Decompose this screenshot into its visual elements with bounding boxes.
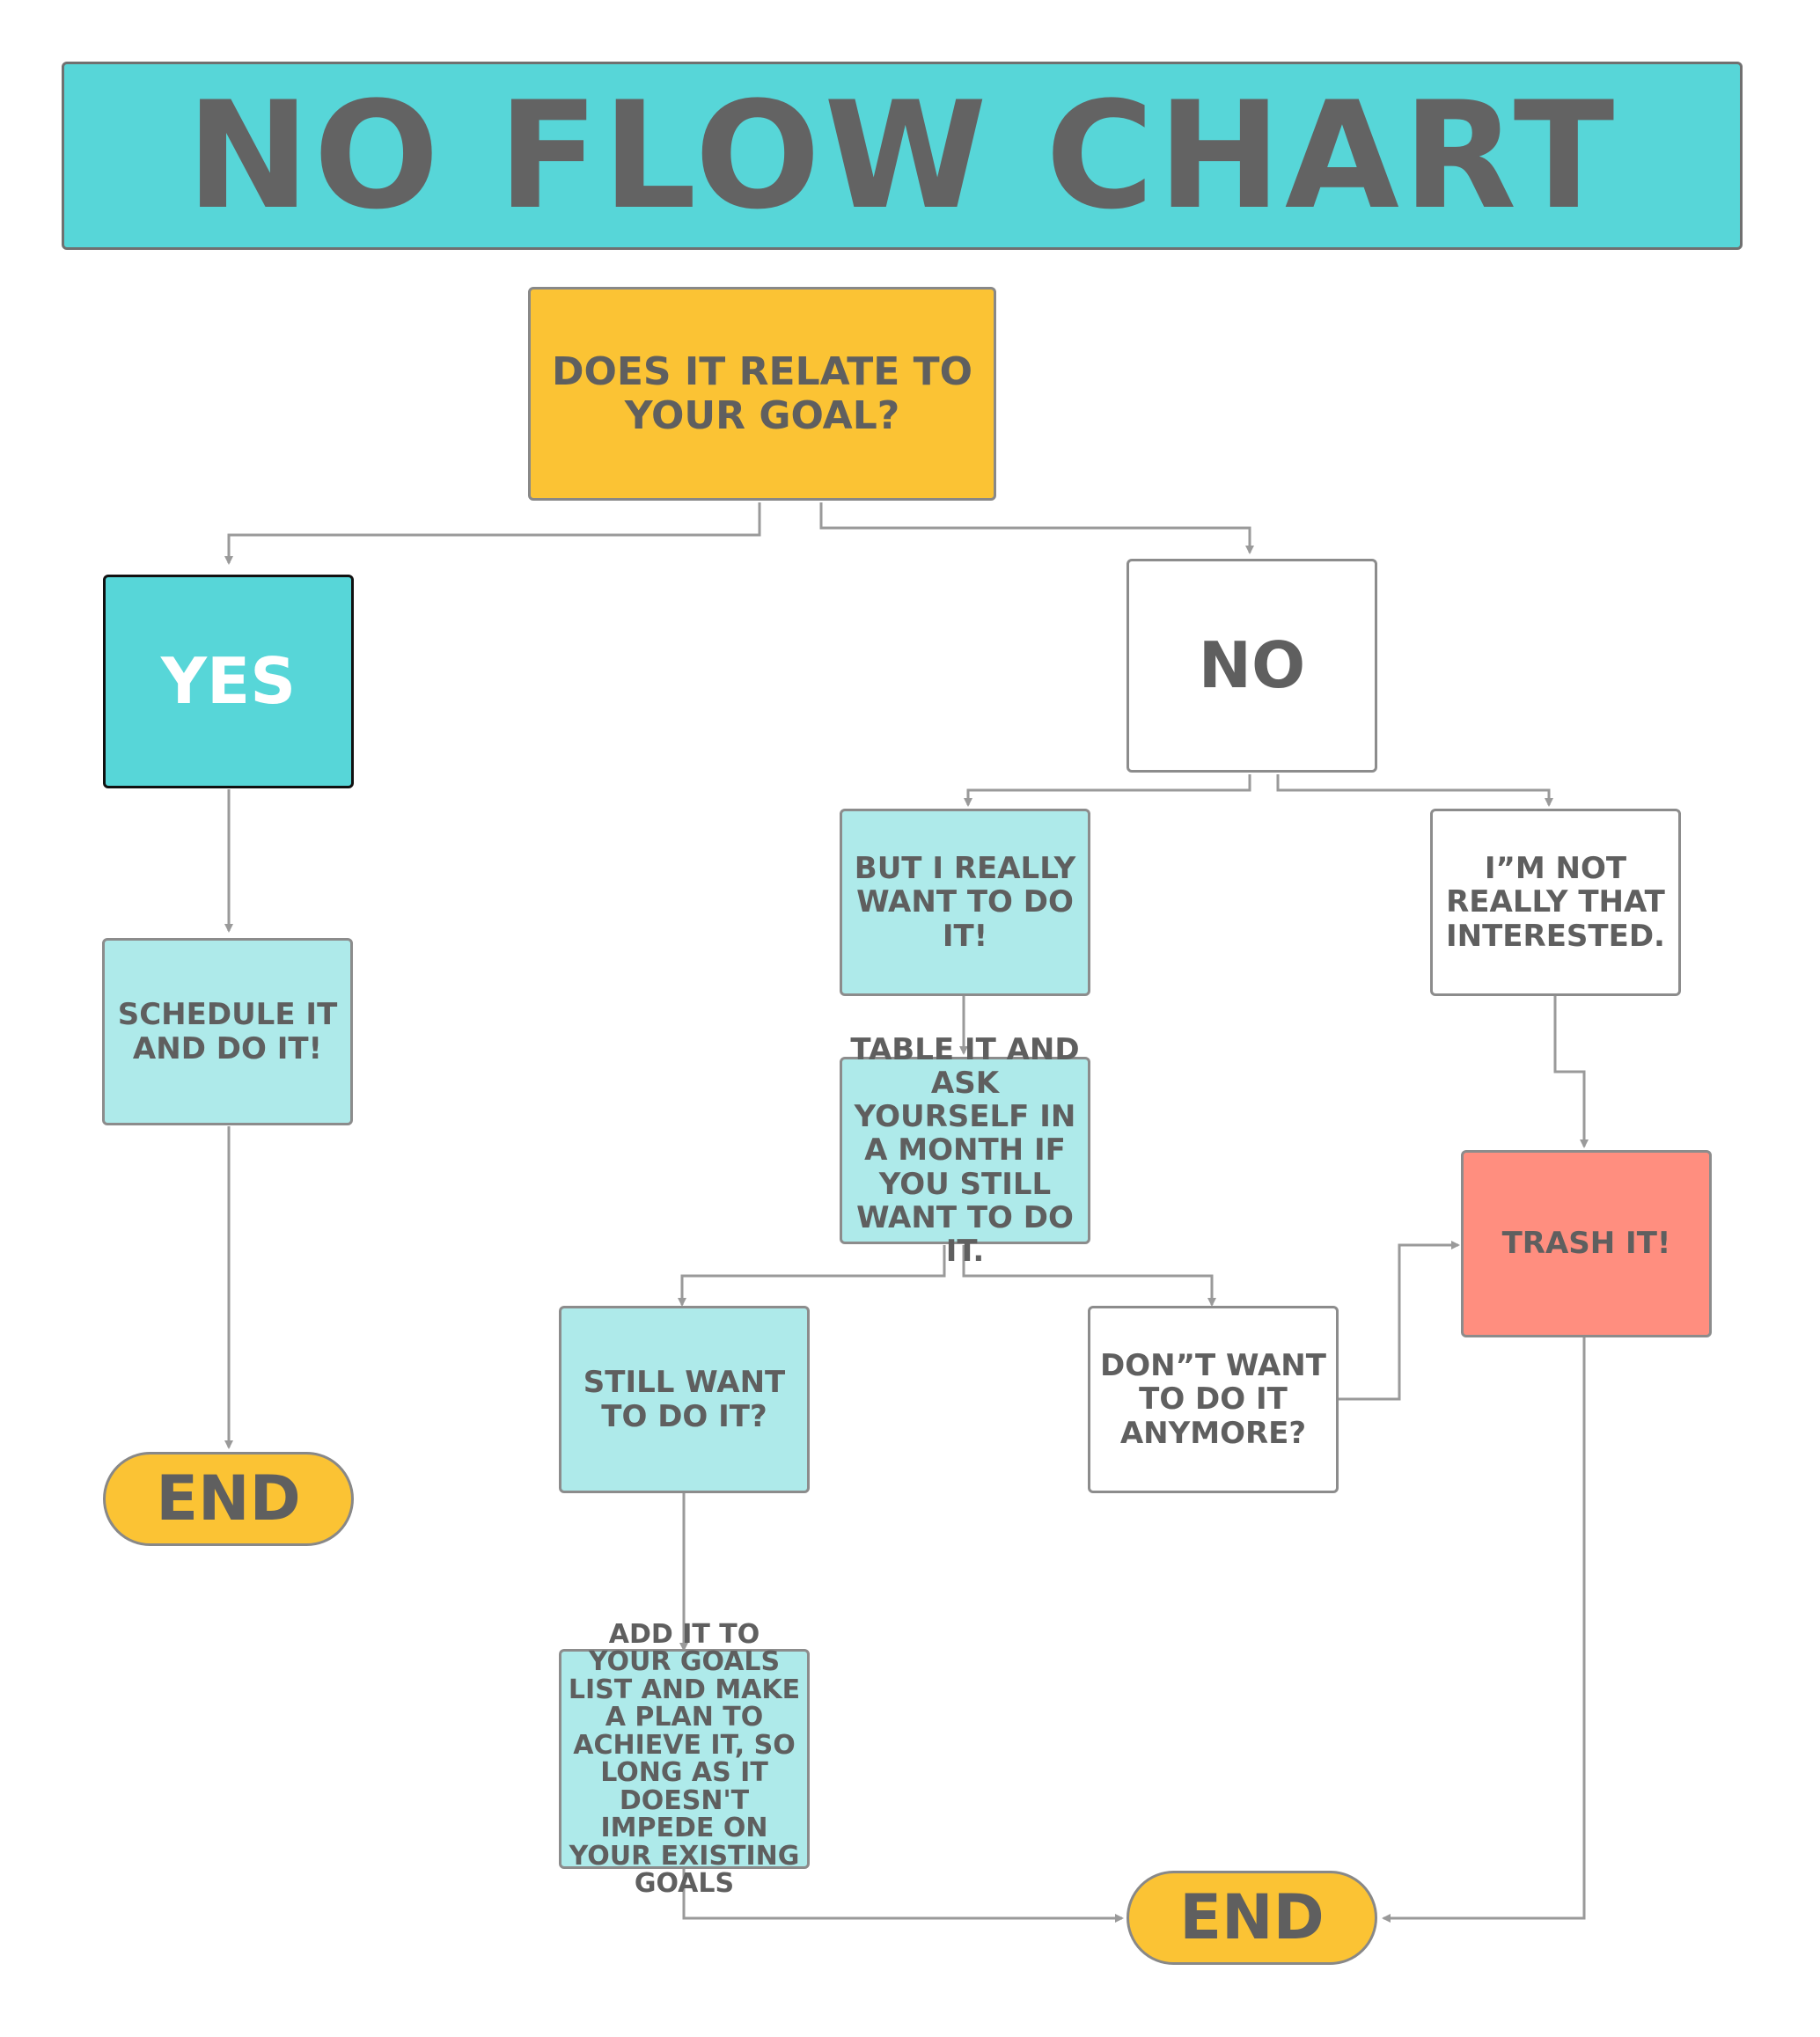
not-interested-node: I”M NOT REALLY THAT INTERESTED. (1430, 809, 1681, 996)
dont-want-node: DON”T WANT TO DO IT ANYMORE? (1088, 1306, 1339, 1493)
page-title: NO FLOW CHART (62, 62, 1743, 250)
table-it-node: TABLE IT AND ASK YOURSELF IN A MONTH IF … (840, 1033, 1090, 1268)
yes-node: YES (103, 575, 354, 788)
add-goal-node: ADD IT TO YOUR GOALS LIST AND MAKE A PLA… (559, 1620, 810, 1897)
connector-add-end (682, 1868, 1124, 1923)
schedule-node: SCHEDULE IT AND DO IT! (102, 938, 353, 1125)
connector-trash-end (1382, 1337, 1586, 1923)
connector-dont-want-trash (1338, 1241, 1460, 1401)
connector-table-dont-want (962, 1245, 1216, 1307)
connector-table-still-want (678, 1245, 946, 1307)
connector-question-yes (224, 502, 761, 565)
connector-question-no (819, 502, 1254, 554)
really-want-node: BUT I REALLY WANT TO DO IT! (840, 809, 1090, 996)
still-want-node: STILL WANT TO DO IT? (559, 1306, 810, 1493)
no-node: NO (1126, 559, 1377, 773)
end-node-left: END (103, 1452, 354, 1546)
end-node-bottom: END (1126, 1871, 1377, 1965)
question-node: DOES IT RELATE TO YOUR GOAL? (528, 287, 996, 501)
trash-node: TRASH IT! (1461, 1150, 1712, 1337)
connector-not-interested-trash (1553, 996, 1589, 1148)
connector-no-really-want (964, 774, 1251, 807)
connector-no-not-interested (1276, 774, 1553, 807)
